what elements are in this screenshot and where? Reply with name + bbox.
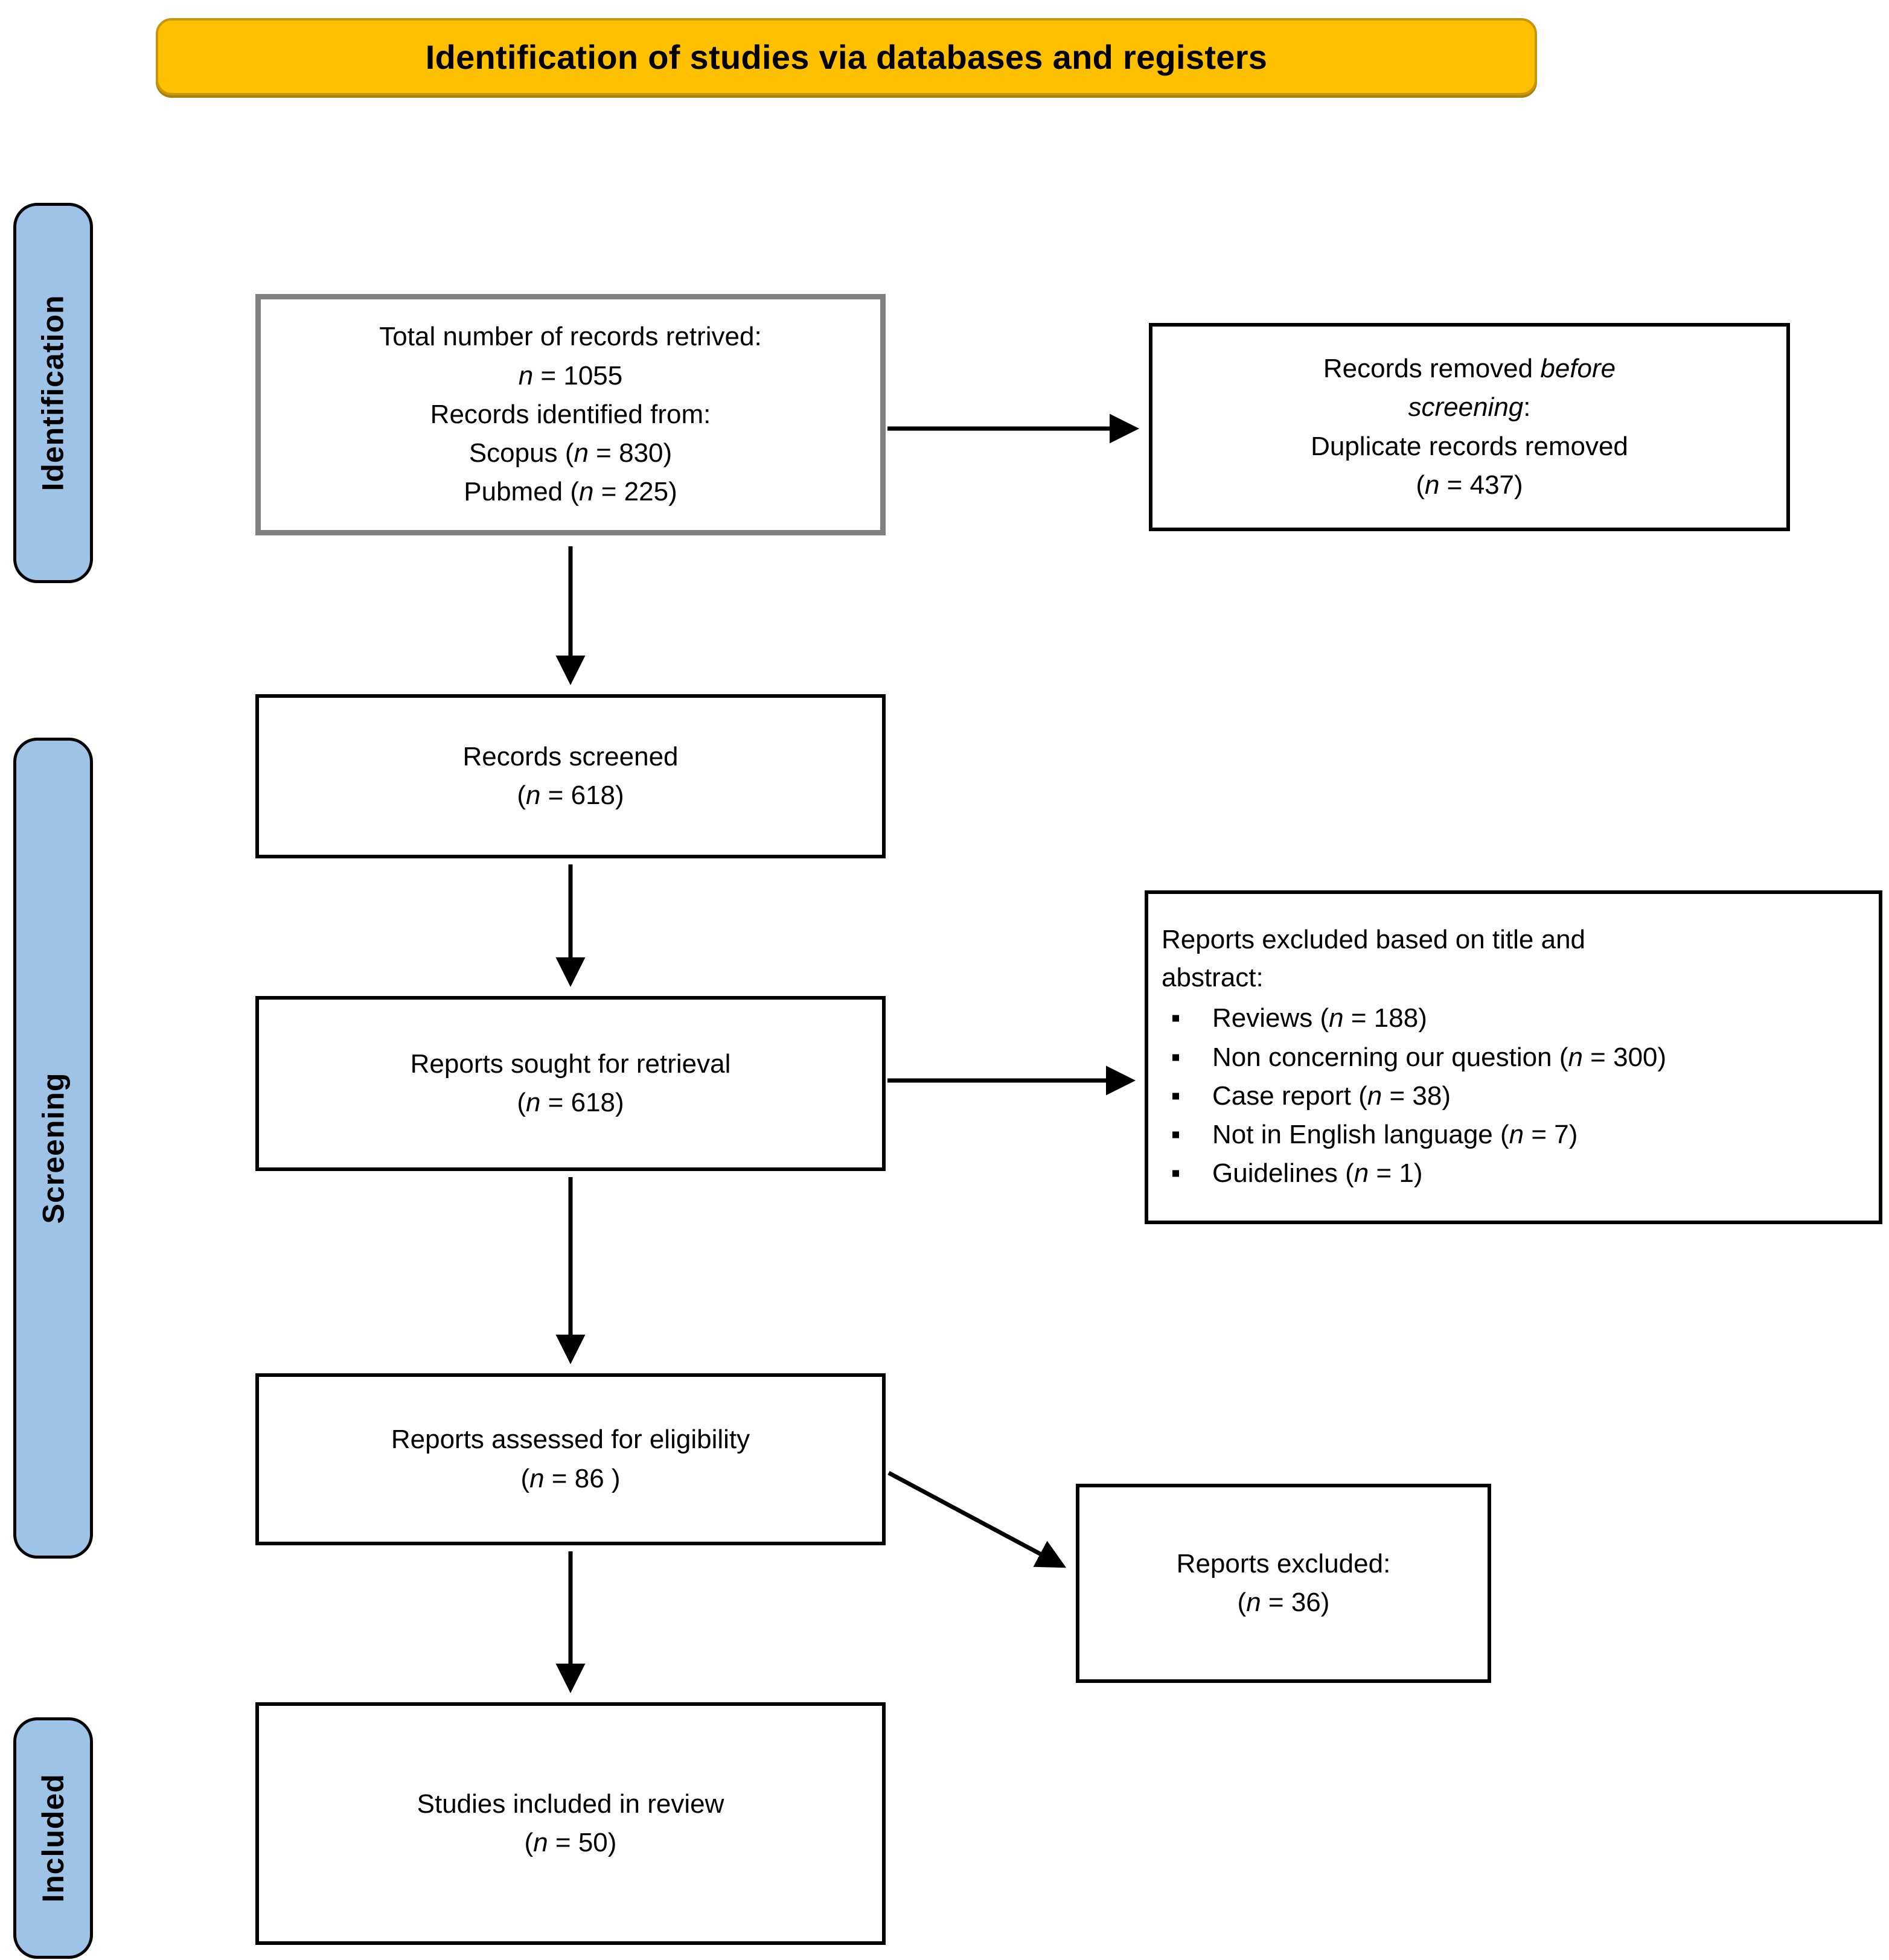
reports-excluded-reason-item: Non concerning our question (n = 300) xyxy=(1162,1038,1865,1077)
box-studies-included-in-review: Studies included in review(n = 50) xyxy=(255,1702,886,1945)
box-records-screened: Records screened(n = 618) xyxy=(255,694,886,858)
stage-bar-identification: Identification xyxy=(13,203,93,583)
box-reports-sought-text: Reports sought for retrieval(n = 618) xyxy=(410,1049,731,1117)
reports-excluded-reason-item: Case report (n = 38) xyxy=(1162,1077,1865,1116)
reports-excluded-reasons-heading: Reports excluded based on title and abst… xyxy=(1162,921,1865,997)
box-reports-sought-for-retrieval: Reports sought for retrieval(n = 618) xyxy=(255,996,886,1171)
box-reports-excluded-text: Reports excluded:(n = 36) xyxy=(1176,1548,1391,1617)
box-reports-excluded-reasons: Reports excluded based on title and abst… xyxy=(1145,890,1882,1224)
reports-excluded-heading-line2: abstract: xyxy=(1162,962,1264,992)
reports-excluded-heading-line1: Reports excluded based on title and xyxy=(1162,925,1586,955)
bullet-icon xyxy=(1172,1131,1179,1138)
box-reports-excluded: Reports excluded:(n = 36) xyxy=(1076,1484,1491,1683)
box-studies-included-text: Studies included in review(n = 50) xyxy=(417,1789,724,1857)
header-banner: Identification of studies via databases … xyxy=(156,18,1537,95)
box-records-retrieved: Total number of records retrived:n = 105… xyxy=(255,294,886,535)
header-banner-title: Identification of studies via databases … xyxy=(425,37,1268,76)
stage-bar-included: Included xyxy=(13,1717,93,1959)
reports-excluded-reason-item: Not in English language (n = 7) xyxy=(1162,1116,1865,1154)
stage-label-included: Included xyxy=(36,1773,71,1903)
box-records-screened-text: Records screened(n = 618) xyxy=(462,741,679,810)
arrow-assessed-to-excluded xyxy=(887,1470,1067,1568)
reports-excluded-reasons-list: Reviews (n = 188)Non concerning our ques… xyxy=(1162,999,1865,1193)
reports-excluded-reason-item: Guidelines (n = 1) xyxy=(1162,1154,1865,1193)
bullet-icon xyxy=(1172,1170,1179,1177)
stage-label-identification: Identification xyxy=(36,295,71,491)
stage-label-screening: Screening xyxy=(36,1072,70,1224)
bullet-icon xyxy=(1172,1015,1179,1022)
reports-excluded-reason-item: Reviews (n = 188) xyxy=(1162,999,1865,1038)
bullet-icon xyxy=(1172,1054,1179,1061)
bullet-icon xyxy=(1172,1093,1179,1100)
box-records-retrieved-text: Total number of records retrived:n = 105… xyxy=(379,322,762,507)
box-reports-assessed-text: Reports assessed for eligibility(n = 86 … xyxy=(391,1425,750,1493)
box-reports-assessed-for-eligibility: Reports assessed for eligibility(n = 86 … xyxy=(255,1373,886,1545)
stage-bar-screening: Screening xyxy=(13,738,93,1559)
